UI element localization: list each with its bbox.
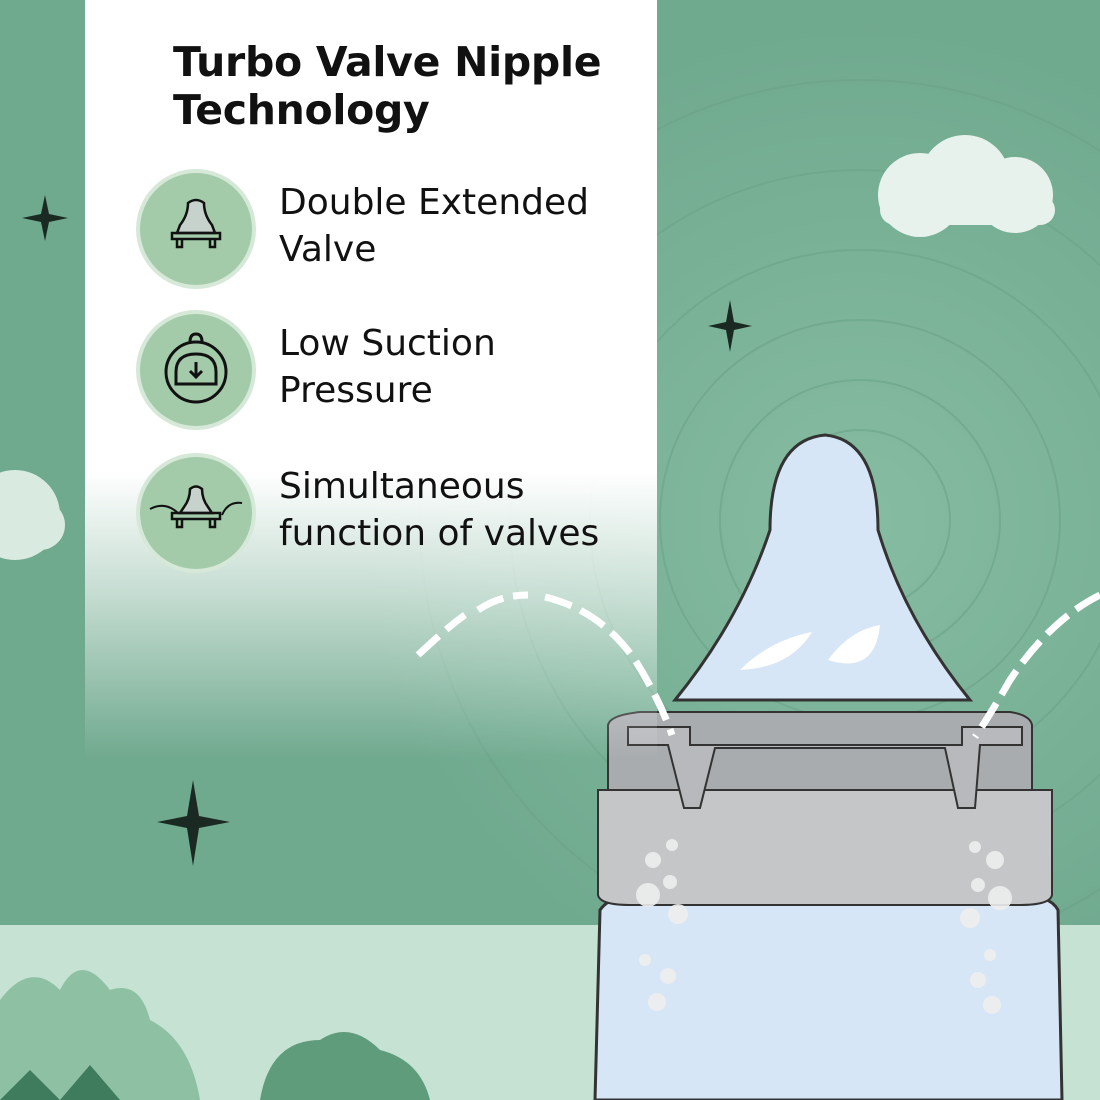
pressure-gauge-icon <box>140 314 252 426</box>
feature-label-line1: Double Extended <box>279 182 589 223</box>
page-title: Turbo Valve Nipple Technology <box>173 38 602 134</box>
cloud-icon <box>878 135 1055 237</box>
nipple-airflow-icon <box>140 457 252 569</box>
bushes <box>0 970 430 1100</box>
feature-label-line1: Simultaneous <box>279 466 525 507</box>
feature-label-line1: Low Suction <box>279 323 496 364</box>
feature-label-line2: Pressure <box>279 370 433 411</box>
baby-bottle-illustration <box>593 433 1064 1100</box>
nipple-valve-icon <box>140 173 252 285</box>
sparkle-icon <box>22 195 752 866</box>
feature-label-line2: Valve <box>279 229 377 270</box>
cloud-icon <box>0 470 65 560</box>
feature-label-line2: function of valves <box>279 513 600 554</box>
feature-simultaneous-valves: Simultaneous function of valves <box>140 457 660 569</box>
